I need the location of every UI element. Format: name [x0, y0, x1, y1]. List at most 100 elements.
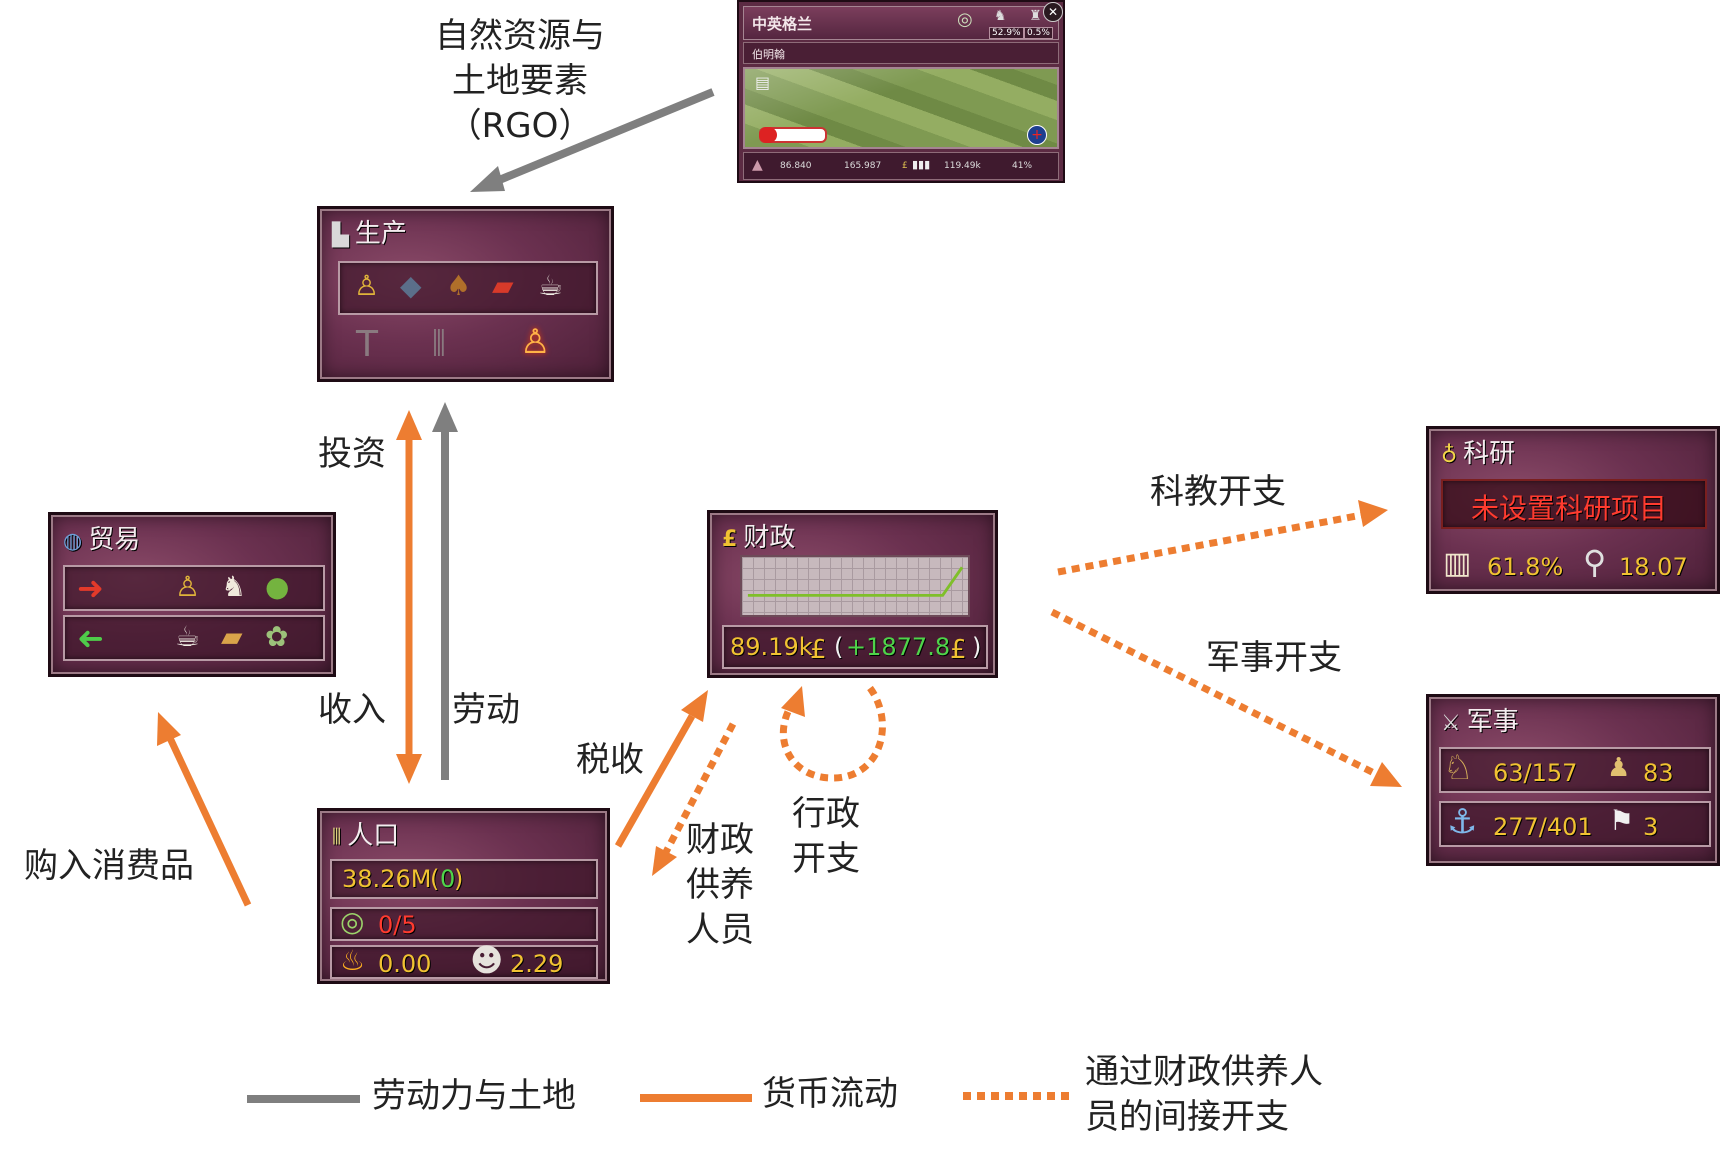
check-target-icon: ◎	[340, 905, 365, 938]
province-currency: £	[902, 161, 908, 171]
thermometer-bulb	[759, 127, 777, 143]
cloth-icon[interactable]: ▰	[221, 620, 243, 653]
population-stats-slot	[330, 945, 598, 979]
finance-title: £财政	[722, 523, 796, 553]
consciousness-value: 2.29	[510, 950, 564, 978]
income-label: 收入	[318, 690, 386, 730]
army-slot	[1439, 747, 1711, 793]
magnifier-icon: ⚲	[1583, 543, 1607, 581]
pop-icon: ▮▮▮	[912, 158, 931, 171]
province-pct-left: 52.9%	[989, 27, 1024, 39]
legend-money: 货币流动	[762, 1074, 898, 1114]
export-arrow-icon[interactable]: ➜	[77, 569, 104, 607]
finance-panel[interactable]: £财政 89.19k £ ( +1877.8 £ )	[707, 510, 998, 678]
trade-export-slot	[63, 565, 325, 611]
arrowhead-research	[1358, 500, 1388, 527]
soldiers-icon: ♟	[1607, 753, 1631, 783]
trade-title: ◍贸易	[63, 525, 141, 555]
treasury-chart-svg	[747, 566, 964, 597]
rebel-icon: ♞	[994, 8, 1007, 24]
arrow-rgo-to-production	[490, 88, 715, 187]
artisan-icon[interactable]: ♙	[520, 322, 551, 362]
fruit-icon[interactable]: ●	[265, 570, 290, 603]
hammer-icon[interactable]: T	[356, 324, 378, 365]
finance-open-paren: (	[834, 633, 844, 661]
pound-icon-2: £	[950, 635, 967, 665]
crossed-swords-icon: ⚔	[1441, 711, 1461, 736]
sheep-icon[interactable]: ♞	[221, 570, 247, 603]
tea-icon[interactable]: ☕	[538, 269, 564, 302]
population-ratio: 0/5	[378, 911, 417, 939]
population-total-slot	[330, 859, 598, 899]
timber-icon[interactable]: ♠	[446, 269, 472, 302]
finance-close-paren: )	[972, 633, 982, 661]
arrowhead-tax	[681, 690, 708, 722]
fabric-icon[interactable]: ▰	[492, 269, 514, 302]
province-window[interactable]: 中英格兰 ◎ ♞ ♜ 52.9% 0.5% ✕ 伯明翰 ▤ + ▲ 86.840…	[737, 0, 1065, 183]
population-change: 0	[440, 865, 456, 893]
generals-value: 3	[1643, 813, 1659, 841]
anchor-icon: ⚓	[1447, 802, 1478, 842]
army-value: 63/157	[1493, 759, 1578, 787]
research-points: 18.07	[1619, 553, 1688, 581]
arrowhead-buy-goods	[157, 712, 181, 746]
treasury-value: 89.19k	[730, 633, 813, 661]
legend-indirect: 通过财政供养人 员的间接开支	[1085, 1052, 1323, 1137]
navy-slot	[1439, 801, 1711, 847]
population-total: 38.26M	[342, 865, 432, 893]
factory-title-icon: ▙	[332, 223, 349, 248]
province-stat-3: 119.49k	[944, 161, 981, 171]
research-status[interactable]: 未设置科研项目	[1471, 492, 1668, 525]
scroll-icon[interactable]: ▤	[755, 73, 771, 92]
province-title-bar: 中英格兰 ◎ ♞ ♜ 52.9% 0.5%	[743, 6, 1059, 40]
ore-icon[interactable]: ◆	[400, 269, 422, 302]
pound-icon: £	[722, 527, 738, 552]
arrowhead-rgo	[470, 166, 505, 192]
close-icon[interactable]: ✕	[1043, 2, 1063, 22]
factory-icon[interactable]: ⫼	[432, 326, 446, 361]
population-ratio-slot	[330, 907, 598, 941]
admin-label: 行政 开支	[792, 794, 860, 879]
goods-icon: ▲	[752, 157, 763, 173]
labor-label: 劳动	[452, 690, 520, 730]
production-title: ▙生产	[332, 219, 407, 249]
province-pct-right: 0.5%	[1024, 27, 1053, 39]
legend-labor-land: 劳动力与土地	[372, 1076, 576, 1116]
military-spend-label: 军事开支	[1206, 638, 1342, 678]
arrow-research-spend	[1057, 511, 1363, 576]
population-panel[interactable]: ⫴人口 38.26M ( 0 ) ◎ 0/5 ♨ 0.00 ☻ 2.29	[317, 808, 610, 984]
research-panel[interactable]: ♁科研 未设置科研项目 ▥ 61.8% ⚲ 18.07	[1426, 426, 1720, 594]
arrowhead-invest	[396, 410, 422, 440]
grain-icon[interactable]: ♙	[175, 570, 201, 603]
arrow-finance-staff	[662, 722, 737, 854]
tea-icon[interactable]: ☕	[175, 620, 201, 653]
flag-icon[interactable]: +	[1027, 125, 1047, 145]
population-paren-close: )	[454, 865, 464, 893]
military-panel[interactable]: ⚔军事 ♘ 63/157 ♟ 83 ⚓ 277/401 ⚑ 3	[1426, 694, 1720, 866]
province-stat-1: 86.840	[780, 161, 812, 171]
province-landscape: ▤ +	[743, 67, 1059, 149]
opium-icon[interactable]: ✿	[265, 620, 289, 653]
import-arrow-icon[interactable]: ➜	[77, 619, 104, 657]
trade-import-slot	[63, 615, 325, 661]
research-title: ♁科研	[1441, 439, 1516, 469]
military-title: ⚔军事	[1441, 707, 1519, 737]
target-icon[interactable]: ◎	[957, 9, 973, 30]
arrowhead-labor	[432, 402, 458, 432]
arrow-buy-goods	[166, 736, 252, 907]
rgo-label: 自然资源与 土地要素 （RGO）	[435, 16, 605, 146]
treasury-line	[747, 566, 964, 597]
arrow-tax	[614, 714, 696, 848]
trade-panel[interactable]: ◍贸易 ➜ ➜ ♙ ♞ ● ☕ ▰ ✿	[48, 512, 336, 677]
production-goods-slot	[338, 261, 598, 315]
research-project-slot[interactable]	[1441, 479, 1707, 529]
production-panel[interactable]: ▙生产 ♙ ◆ ♠ ▰ ☕ T ⫼ ♙	[317, 206, 614, 382]
consciousness-icon: ☻	[470, 941, 504, 979]
globe-icon: ◍	[63, 529, 83, 554]
worker-icon[interactable]: ♙	[354, 269, 380, 302]
army-units: 83	[1643, 759, 1674, 787]
militancy-icon: ♨	[340, 944, 366, 977]
finance-staff-label: 财政 供养 人员	[686, 820, 754, 950]
lightbulb-icon: ♁	[1441, 443, 1458, 468]
